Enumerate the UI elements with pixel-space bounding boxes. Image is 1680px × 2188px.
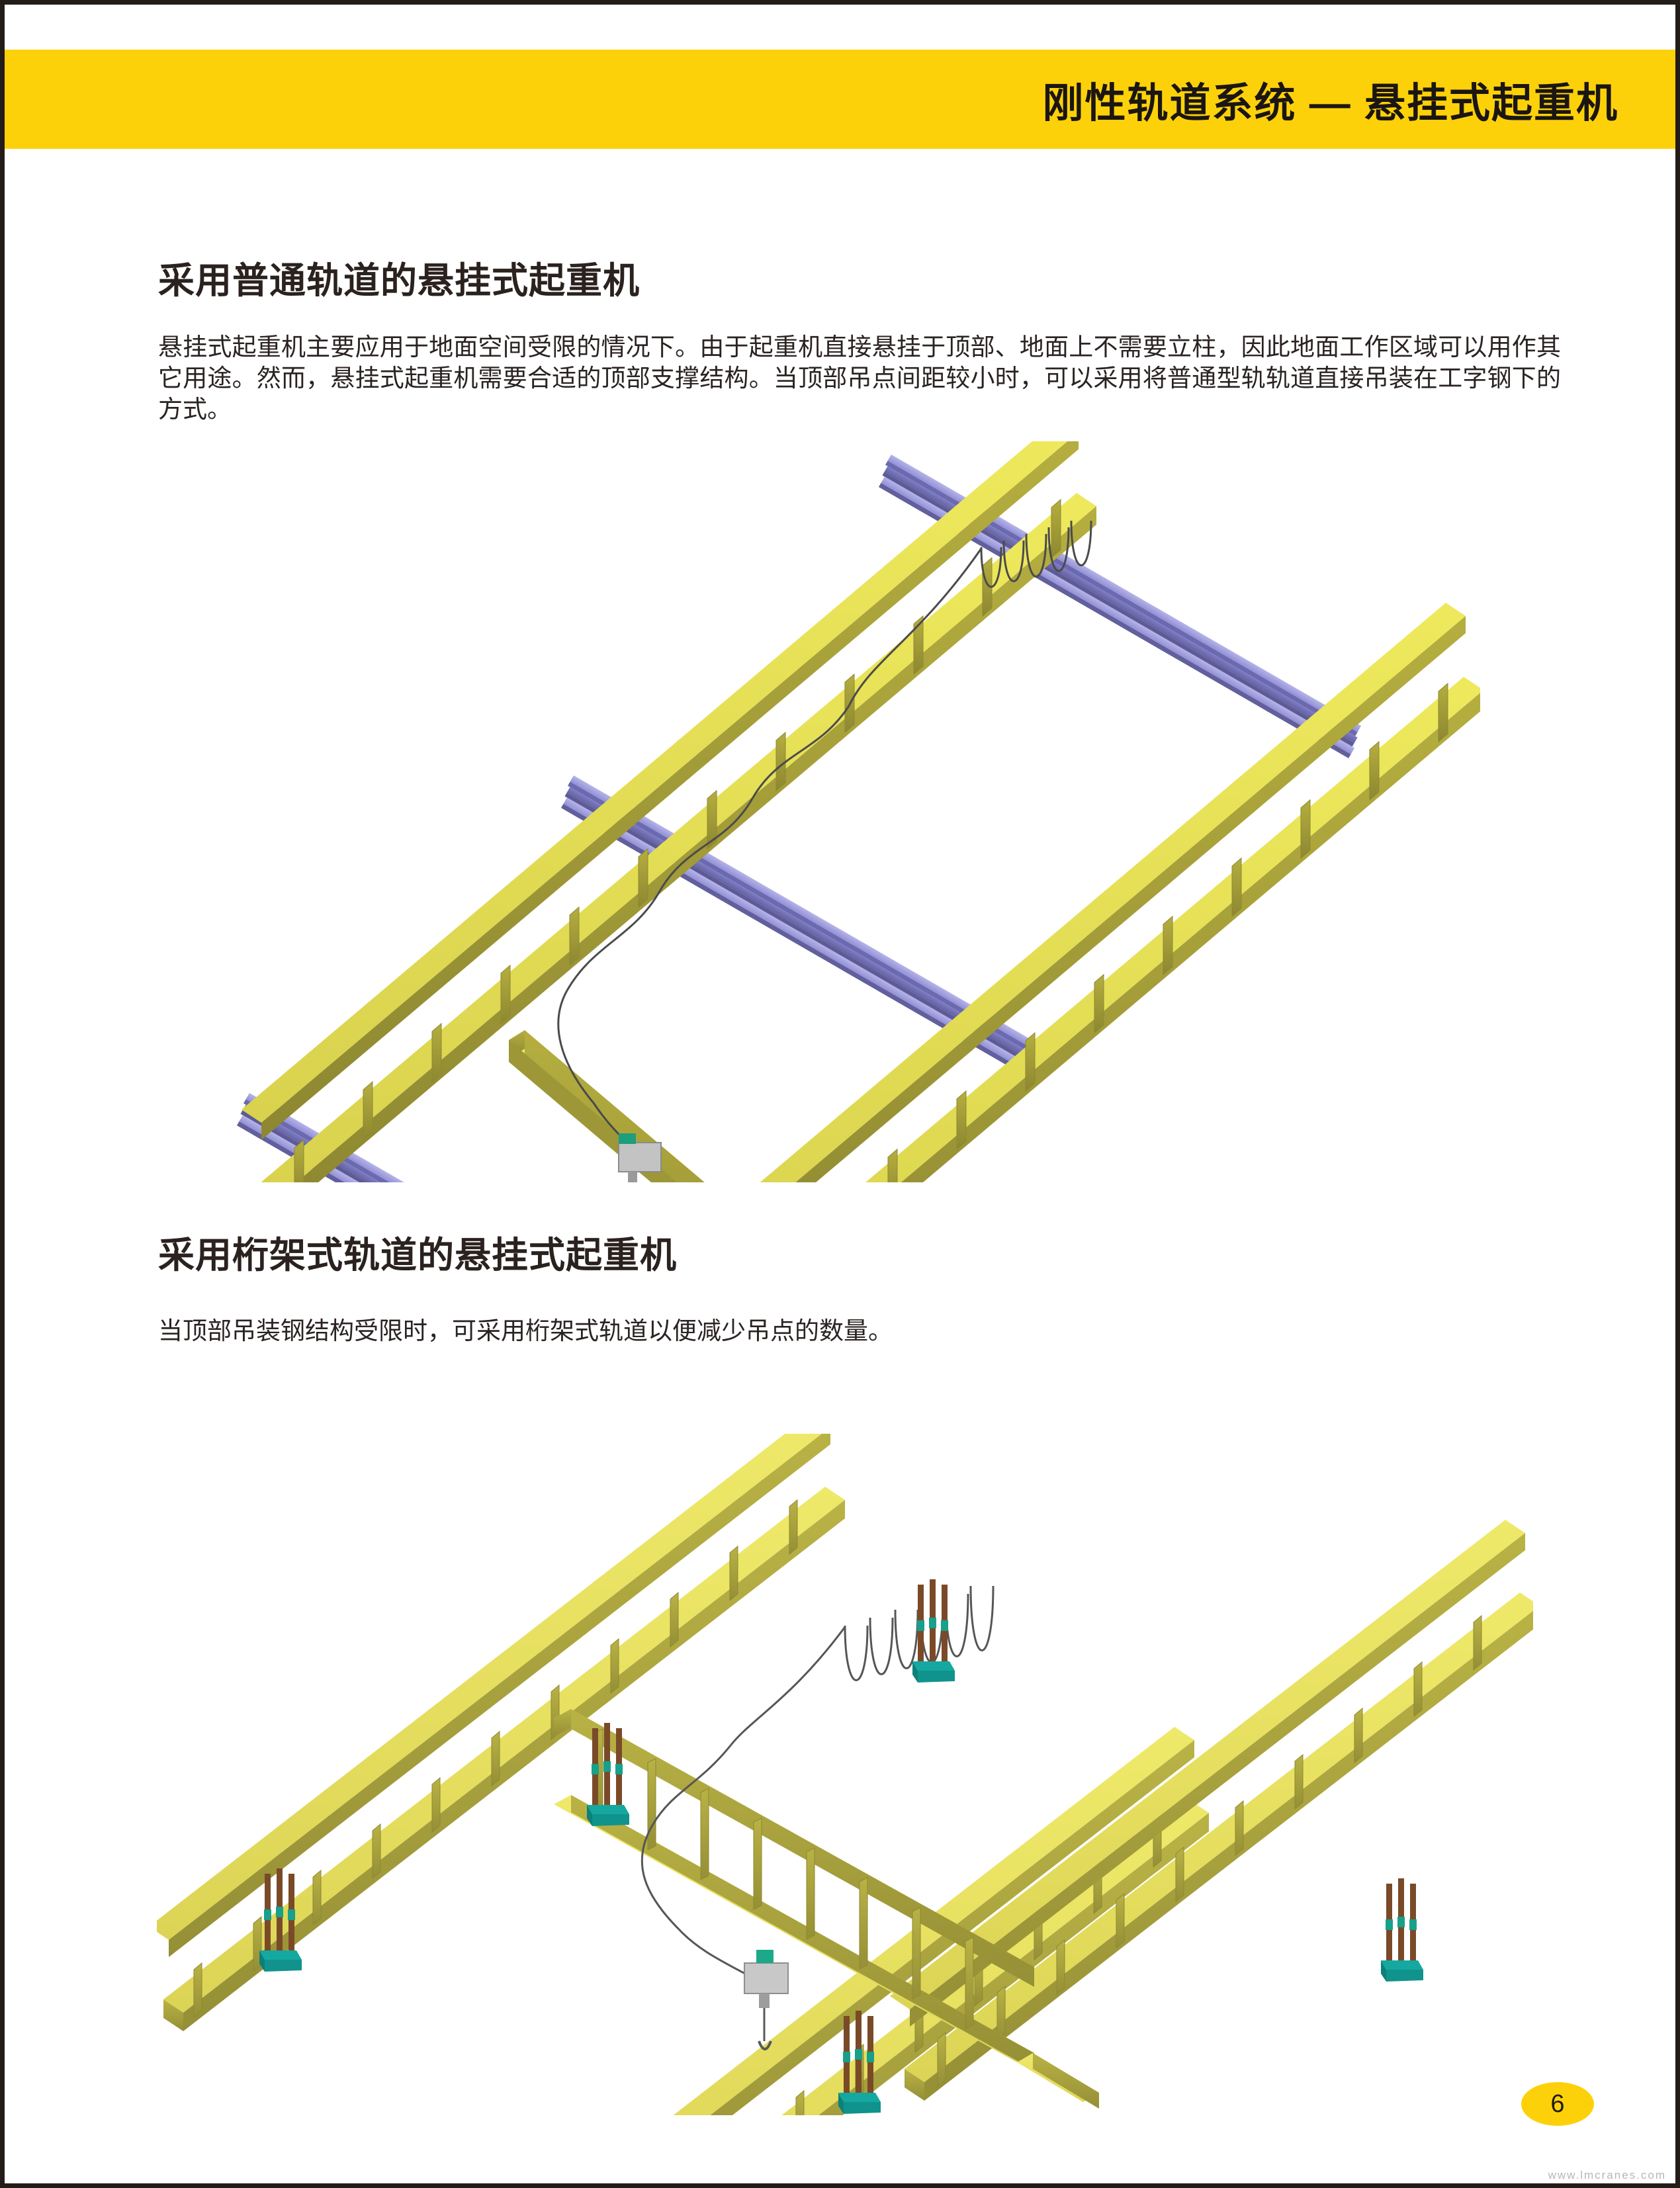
- runway-rail-upper: [242, 441, 1096, 1182]
- festoon-cable-loops: [980, 520, 1092, 588]
- hanger-assembly-6: [1381, 1878, 1423, 1982]
- figure-suspension-crane-normal-rail: [223, 441, 1480, 1182]
- page-number-value: 6: [1550, 2089, 1565, 2118]
- power-cable: [641, 1626, 846, 1979]
- page-header-banner: 刚性轨道系统 — 悬挂式起重机: [5, 50, 1675, 149]
- page-number-badge: 6: [1521, 2082, 1594, 2126]
- hoist-trolley: [618, 1133, 662, 1182]
- runway-rail-lower: [760, 603, 1480, 1182]
- crane-bridge-truss-girder: [554, 1709, 1099, 2109]
- section-heading-normal-rail: 采用普通轨道的悬挂式起重机: [158, 260, 641, 301]
- section-heading-truss-rail: 采用桁架式轨道的悬挂式起重机: [158, 1235, 678, 1276]
- section-paragraph-normal-rail: 悬挂式起重机主要应用于地面空间受限的情况下。由于起重机直接悬挂于顶部、地面上不需…: [158, 334, 1561, 423]
- section-paragraph-truss-rail: 当顶部吊装钢结构受限时，可采用桁架式轨道以便减少吊点的数量。: [158, 1318, 893, 1345]
- page-title: 刚性轨道系统 — 悬挂式起重机: [1042, 81, 1618, 126]
- figure-suspension-crane-truss-rail: [157, 1434, 1533, 2115]
- site-watermark: www.lmcranes.com: [1548, 2169, 1666, 2181]
- truss-rail-rear-left: [157, 1434, 845, 2031]
- truss-rail-right: [890, 1520, 1533, 2101]
- hoist-trolley: [744, 1950, 789, 2050]
